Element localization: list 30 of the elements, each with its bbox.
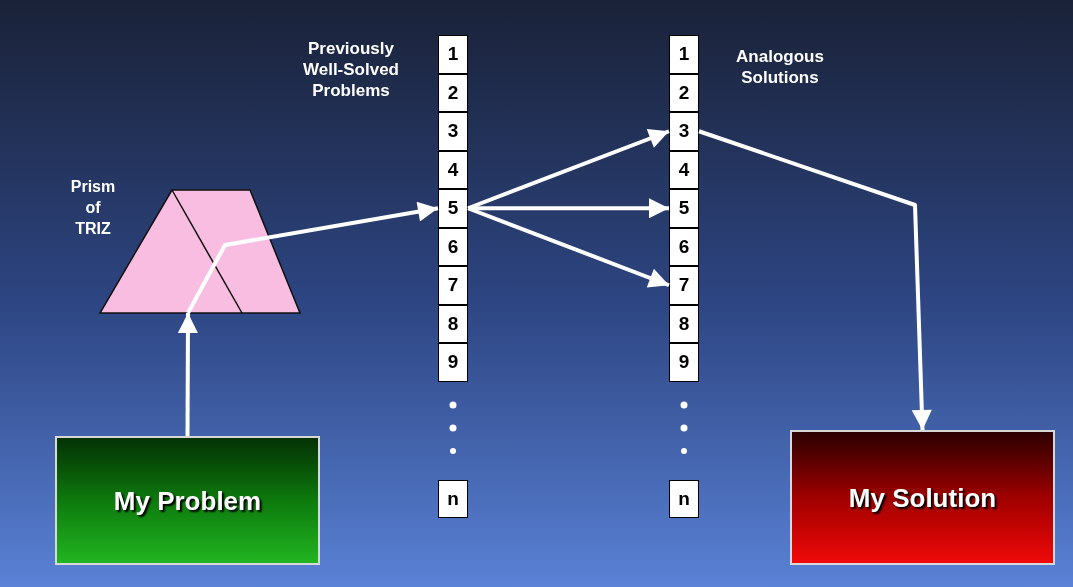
arrow bbox=[186, 201, 439, 314]
labeled-box: My Solution bbox=[790, 430, 1055, 565]
arrow bbox=[177, 313, 198, 436]
numbered-cell: 4 bbox=[438, 150, 468, 189]
numbered-cell: 7 bbox=[669, 266, 699, 305]
numbered-cell: 8 bbox=[438, 304, 468, 343]
numbered-cell: 9 bbox=[669, 343, 699, 382]
arrow bbox=[698, 129, 932, 431]
numbered-cell: 2 bbox=[438, 73, 468, 112]
labeled-box: My Problem bbox=[55, 436, 320, 565]
numbered-cell: 8 bbox=[669, 304, 699, 343]
numbered-cell: 5 bbox=[438, 189, 468, 228]
arrow bbox=[468, 198, 669, 219]
column-heading: Previously Well-Solved Problems bbox=[301, 38, 400, 101]
numbered-cell: 1 bbox=[669, 35, 699, 74]
numbered-cell: 9 bbox=[438, 343, 468, 382]
column-heading: Analogous Solutions bbox=[735, 46, 825, 88]
numbered-cell: 1 bbox=[438, 35, 468, 74]
numbered-cell: n bbox=[438, 480, 468, 518]
numbered-cell: 3 bbox=[669, 112, 699, 151]
numbered-cell: 2 bbox=[669, 73, 699, 112]
numbered-cell: n bbox=[669, 480, 699, 518]
numbered-cell: 3 bbox=[438, 112, 468, 151]
numbered-cell: 7 bbox=[438, 266, 468, 305]
numbered-cell: 6 bbox=[438, 227, 468, 266]
prism-caption: Prism of TRIZ bbox=[69, 177, 117, 239]
numbered-cell: 4 bbox=[669, 150, 699, 189]
arrow bbox=[467, 206, 670, 288]
numbered-cell: 6 bbox=[669, 227, 699, 266]
numbered-cell: 5 bbox=[669, 189, 699, 228]
